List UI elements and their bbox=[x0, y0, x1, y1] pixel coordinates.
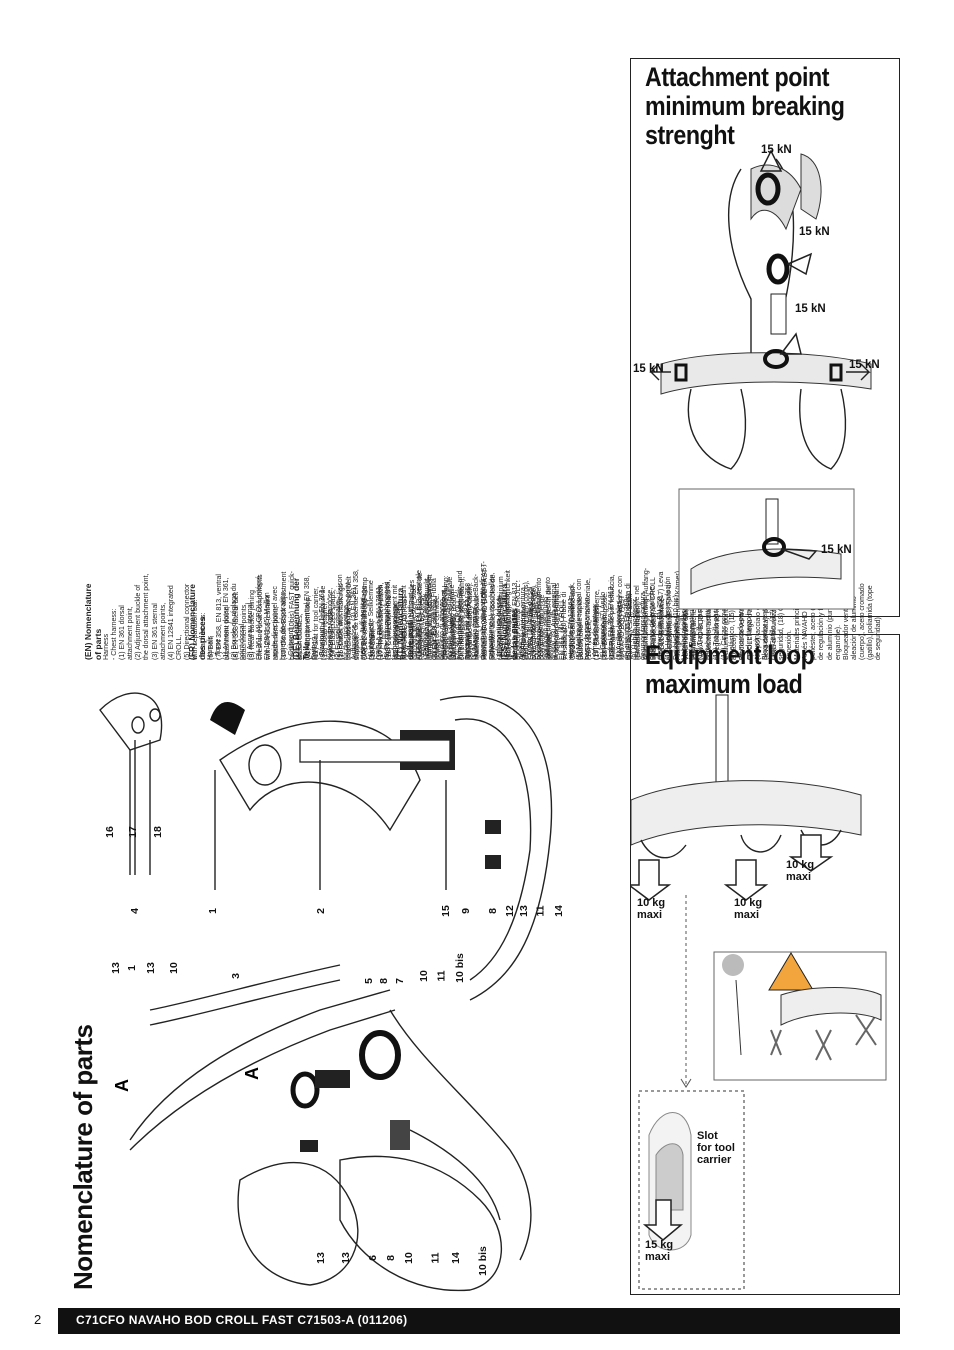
callout-13-bottom-b: 13 bbox=[339, 1252, 352, 1264]
kn-label-dorsal: 15 kN bbox=[761, 144, 792, 156]
callout-3: 3 bbox=[229, 973, 242, 979]
svg-text:A: A bbox=[112, 1079, 132, 1092]
harness-illustration: A A bbox=[99, 692, 553, 1292]
kn-label-left: 15 kN bbox=[633, 363, 664, 375]
callout-16: 16 bbox=[103, 826, 116, 838]
equipment-loop-box: Equipment loop maximum load 10 kg maxi 1… bbox=[630, 634, 900, 1295]
equipment-loop-illustration bbox=[631, 694, 887, 1290]
callout-10-left: 10 bbox=[167, 962, 180, 974]
column-it-heading: (IT) Nomenclatura delle parti bbox=[395, 587, 415, 660]
callout-10bis-bottom: 10 bis bbox=[476, 1246, 489, 1276]
callout-8-left: 8 bbox=[377, 978, 390, 984]
callout-10bis-left: 10 bis bbox=[453, 953, 466, 983]
attachment-box-title: Attachment point minimum breaking streng… bbox=[645, 62, 845, 150]
kn-label-rear: 15 kN bbox=[821, 544, 852, 556]
callout-8-top: 8 bbox=[486, 908, 499, 914]
callout-14-bottom: 14 bbox=[449, 1252, 462, 1264]
callout-11-left: 11 bbox=[435, 970, 448, 982]
callout-18: 18 bbox=[151, 826, 164, 838]
callout-13-left-b: 13 bbox=[144, 962, 157, 974]
callout-6: 6 bbox=[366, 1255, 379, 1261]
kn-label-right: 15 kN bbox=[849, 359, 880, 371]
callout-13-bottom-a: 13 bbox=[314, 1252, 327, 1264]
slot-tool-carrier-label: Slot for tool carrier bbox=[697, 1130, 735, 1166]
column-de-heading: (DE) Benennung der Teile bbox=[291, 577, 311, 660]
callout-7: 7 bbox=[393, 978, 406, 984]
column-en-heading: (EN) Nomenclature of parts bbox=[83, 583, 103, 660]
load-label-left: 10 kg maxi bbox=[637, 897, 666, 921]
footer-text: C71CFO NAVAHO BOD CROLL FAST C71503-A (0… bbox=[76, 1313, 408, 1327]
slot-load-label: 15 kg maxi bbox=[645, 1239, 674, 1263]
callout-10-left-b: 10 bbox=[417, 970, 430, 982]
callout-11-top: 11 bbox=[534, 905, 547, 917]
load-label-right: 10 kg maxi bbox=[786, 859, 815, 883]
equipment-box-title: Equipment loop maximum load bbox=[645, 640, 815, 699]
callout-5: 5 bbox=[362, 978, 375, 984]
footer-bar bbox=[58, 1308, 900, 1334]
kn-label-ventral: 15 kN bbox=[795, 303, 826, 315]
callout-4: 4 bbox=[128, 908, 141, 914]
callout-17: 17 bbox=[126, 826, 139, 838]
load-label-center: 10 kg maxi bbox=[734, 897, 763, 921]
callout-1-left: 1 bbox=[125, 965, 138, 971]
column-es-heading: (ES) Nomenclatura de las partes bbox=[499, 583, 519, 660]
harness-front-illustration bbox=[649, 149, 872, 610]
callout-13-top: 13 bbox=[517, 905, 530, 917]
callout-8-bottom: 8 bbox=[384, 1255, 397, 1261]
attachment-point-box: Attachment point minimum breaking streng… bbox=[630, 58, 900, 617]
callout-9: 9 bbox=[459, 908, 472, 914]
kn-label-sternal: 15 kN bbox=[799, 226, 830, 238]
page-number: 2 bbox=[34, 1312, 42, 1327]
column-fr-heading: (FR) Nomenclature des pièces bbox=[187, 583, 207, 660]
callout-2: 2 bbox=[314, 908, 327, 914]
callout-14-top: 14 bbox=[552, 905, 565, 917]
callout-13-left-a: 13 bbox=[109, 962, 122, 974]
callout-1-top: 1 bbox=[206, 908, 219, 914]
callout-10-bottom: 10 bbox=[402, 1252, 415, 1264]
callout-11-bottom: 11 bbox=[429, 1252, 442, 1264]
callout-12: 12 bbox=[503, 905, 516, 917]
svg-text:A: A bbox=[242, 1067, 262, 1080]
callout-15: 15 bbox=[439, 905, 452, 917]
